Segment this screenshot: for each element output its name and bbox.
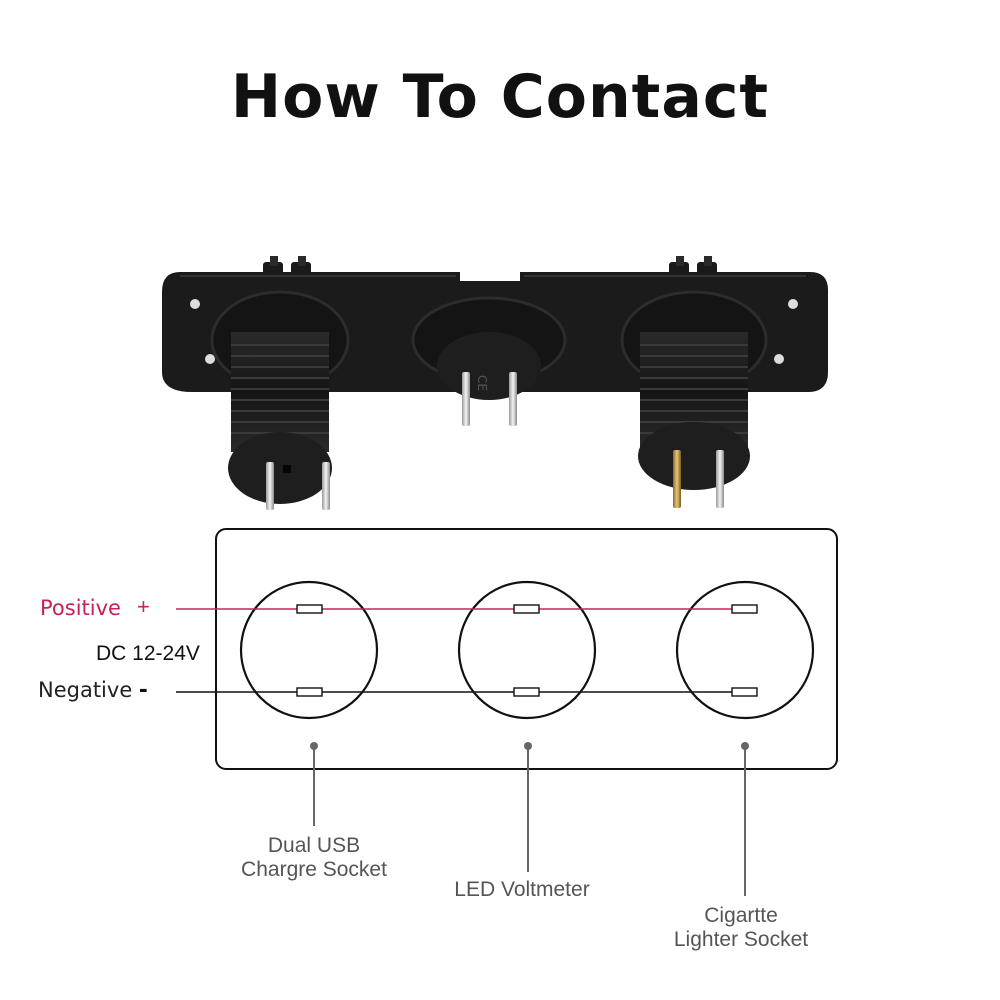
negative-sign: - (139, 673, 148, 703)
diagram-frame (215, 528, 838, 770)
cigarette-leader-dot (741, 742, 749, 750)
screw-hole (205, 354, 215, 364)
usb-socket-caption: Dual USB Chargre Socket (204, 834, 424, 882)
usb-positive-terminal (296, 604, 323, 614)
voltmeter-photo: CE (411, 296, 567, 426)
caption-line: Cigartte (704, 904, 778, 927)
voltmeter-caption: LED Voltmeter (412, 878, 632, 902)
svg-text:CE: CE (475, 375, 489, 391)
caption-line: Chargre Socket (241, 858, 387, 881)
usb-socket-photo (210, 290, 350, 510)
usb-socket-circle (239, 580, 379, 720)
cigarette-socket-circle (675, 580, 815, 720)
screw-hole (788, 299, 798, 309)
page-title: How To Contact (230, 62, 770, 132)
voltmeter-leader-dot (524, 742, 532, 750)
cigarette-negative-terminal (731, 687, 758, 697)
voltmeter-positive-terminal (513, 604, 540, 614)
socket-panel-photo: CE (162, 256, 828, 510)
caption-line: Lighter Socket (673, 928, 809, 951)
screw-hole (190, 299, 200, 309)
cigarette-positive-terminal (731, 604, 758, 614)
negative-label: Negative (38, 678, 133, 702)
cigarette-socket-caption: Cigartte Lighter Socket (631, 904, 851, 952)
cigarette-socket-photo (620, 290, 768, 508)
positive-sign: + (137, 594, 150, 619)
voltmeter-circle (457, 580, 597, 720)
caption-line: LED Voltmeter (454, 878, 590, 901)
usb-negative-terminal (296, 687, 323, 697)
usb-leader-dot (310, 742, 318, 750)
caption-line: Dual USB (267, 834, 361, 857)
voltmeter-negative-terminal (513, 687, 540, 697)
voltage-label: DC 12-24V (96, 642, 200, 665)
screw-hole (774, 354, 784, 364)
positive-label: Positive (40, 596, 121, 620)
